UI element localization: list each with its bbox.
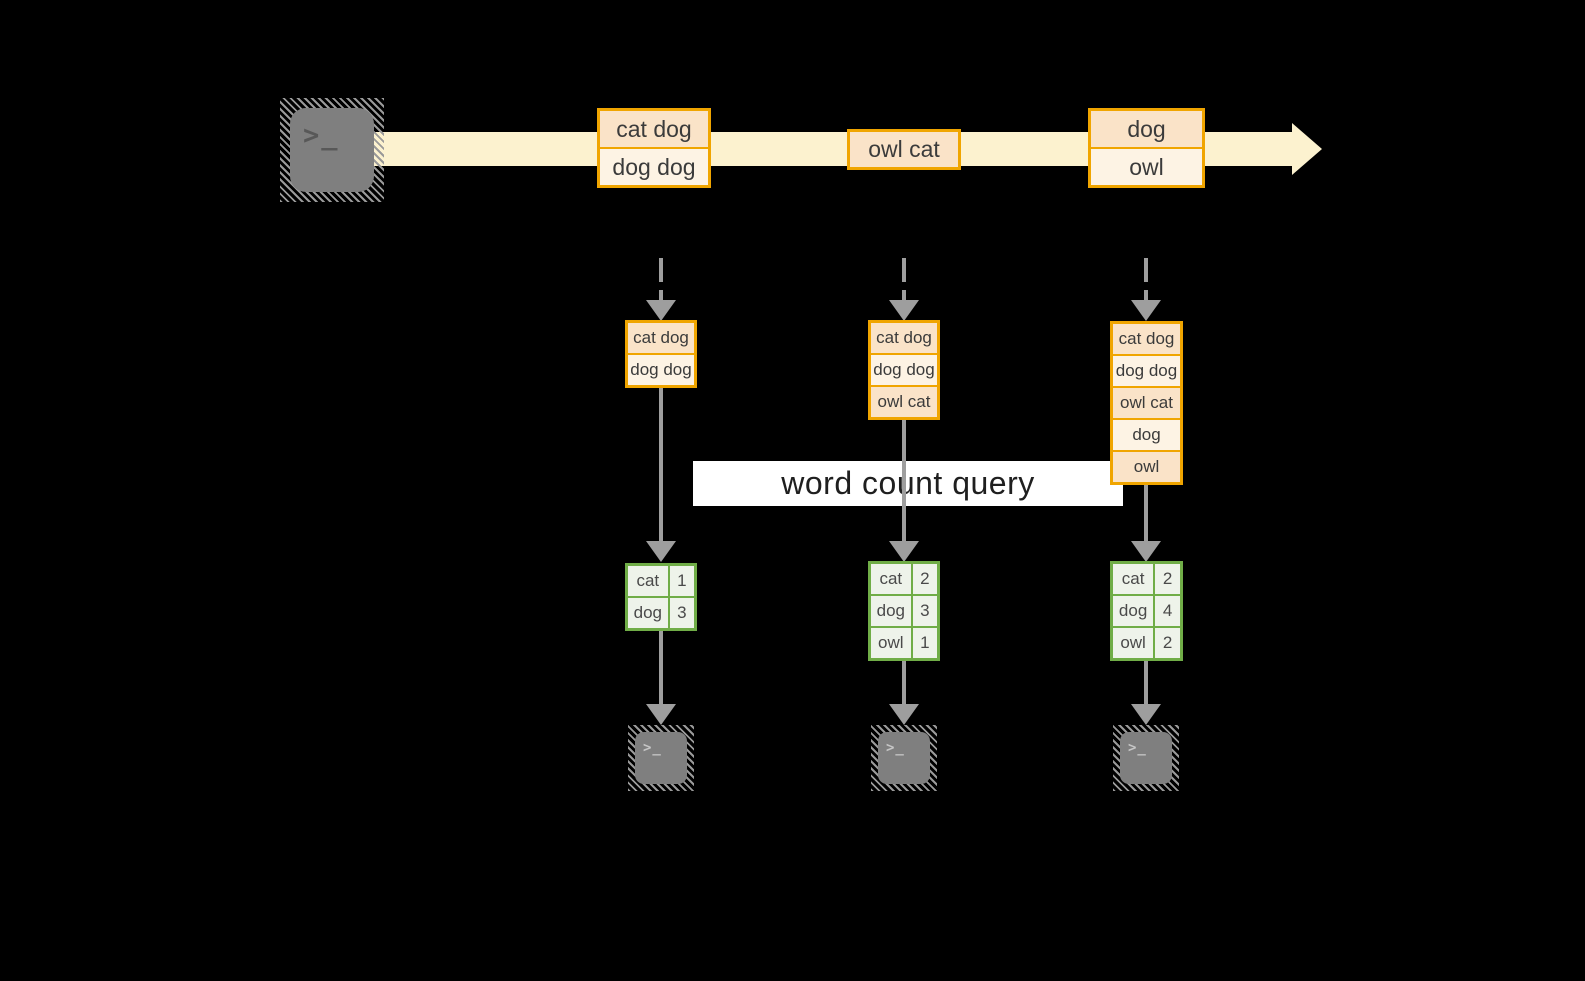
arrow bbox=[1144, 659, 1148, 705]
query-banner: word count query bbox=[693, 461, 1123, 506]
arrowhead-icon bbox=[646, 300, 676, 321]
terminal-prompt-glyph: >_ bbox=[886, 740, 905, 756]
word-count-table-1: cat 1 dog 3 bbox=[625, 563, 697, 631]
stream-arrowhead-icon bbox=[1292, 123, 1322, 175]
count-cell: 1 bbox=[912, 628, 937, 658]
dashed-arrow bbox=[659, 258, 663, 302]
word-cell: dog bbox=[628, 598, 668, 628]
state-row: owl cat bbox=[871, 387, 937, 417]
arrow bbox=[1144, 483, 1148, 542]
terminal-prompt-glyph: >_ bbox=[303, 120, 340, 151]
word-cell: cat bbox=[1113, 564, 1154, 594]
arrowhead-icon bbox=[646, 704, 676, 725]
arrowhead-icon bbox=[1131, 704, 1161, 725]
terminal-icon-body: >_ bbox=[290, 108, 374, 192]
stream-batch-2: owl cat bbox=[847, 129, 961, 170]
arrowhead-icon bbox=[889, 704, 919, 725]
stream-event: owl bbox=[1091, 149, 1202, 185]
stream-batch-1: cat dog dog dog bbox=[597, 108, 711, 188]
arrowhead-icon bbox=[1131, 300, 1161, 321]
state-box-1: cat dog dog dog bbox=[625, 320, 697, 388]
dashed-arrow bbox=[1144, 258, 1148, 302]
state-row: owl cat bbox=[1113, 388, 1180, 418]
stream-batch-3: dog owl bbox=[1088, 108, 1205, 188]
dashed-arrow bbox=[902, 258, 906, 302]
word-count-table-3: cat 2 dog 4 owl 2 bbox=[1110, 561, 1183, 661]
state-row: dog dog bbox=[871, 355, 937, 385]
state-row: cat dog bbox=[871, 323, 937, 353]
word-cell: owl bbox=[871, 628, 911, 658]
terminal-icon: >_ bbox=[280, 98, 384, 202]
terminal-icon: >_ bbox=[1113, 725, 1179, 791]
terminal-prompt-glyph: >_ bbox=[1128, 740, 1147, 756]
state-row: owl bbox=[1113, 452, 1180, 482]
arrowhead-icon bbox=[1131, 541, 1161, 562]
arrow bbox=[659, 386, 663, 542]
count-cell: 1 bbox=[669, 566, 694, 596]
word-count-table-2: cat 2 dog 3 owl 1 bbox=[868, 561, 940, 661]
word-cell: cat bbox=[628, 566, 668, 596]
arrowhead-icon bbox=[646, 541, 676, 562]
stream-event: cat dog bbox=[600, 111, 708, 147]
terminal-icon-body: >_ bbox=[878, 732, 930, 784]
stream-event: dog bbox=[1091, 111, 1202, 147]
state-row: dog dog bbox=[628, 355, 694, 385]
state-box-2: cat dog dog dog owl cat bbox=[868, 320, 940, 420]
word-cell: owl bbox=[1113, 628, 1154, 658]
count-cell: 2 bbox=[1155, 628, 1180, 658]
state-row: dog bbox=[1113, 420, 1180, 450]
count-cell: 2 bbox=[912, 564, 937, 594]
stream-event: owl cat bbox=[850, 132, 958, 167]
terminal-prompt-glyph: >_ bbox=[643, 740, 662, 756]
state-row: cat dog bbox=[628, 323, 694, 353]
terminal-icon-body: >_ bbox=[635, 732, 687, 784]
count-cell: 4 bbox=[1155, 596, 1180, 626]
state-box-3: cat dog dog dog owl cat dog owl bbox=[1110, 321, 1183, 485]
arrow bbox=[659, 629, 663, 705]
state-row: dog dog bbox=[1113, 356, 1180, 386]
state-row: cat dog bbox=[1113, 324, 1180, 354]
arrowhead-icon bbox=[889, 300, 919, 321]
word-cell: dog bbox=[871, 596, 911, 626]
word-cell: dog bbox=[1113, 596, 1154, 626]
arrowhead-icon bbox=[889, 541, 919, 562]
terminal-icon: >_ bbox=[871, 725, 937, 791]
arrow bbox=[902, 418, 906, 542]
count-cell: 3 bbox=[912, 596, 937, 626]
count-cell: 2 bbox=[1155, 564, 1180, 594]
terminal-icon: >_ bbox=[628, 725, 694, 791]
word-cell: cat bbox=[871, 564, 911, 594]
count-cell: 3 bbox=[669, 598, 694, 628]
terminal-icon-body: >_ bbox=[1120, 732, 1172, 784]
stream-event: dog dog bbox=[600, 149, 708, 185]
arrow bbox=[902, 659, 906, 705]
